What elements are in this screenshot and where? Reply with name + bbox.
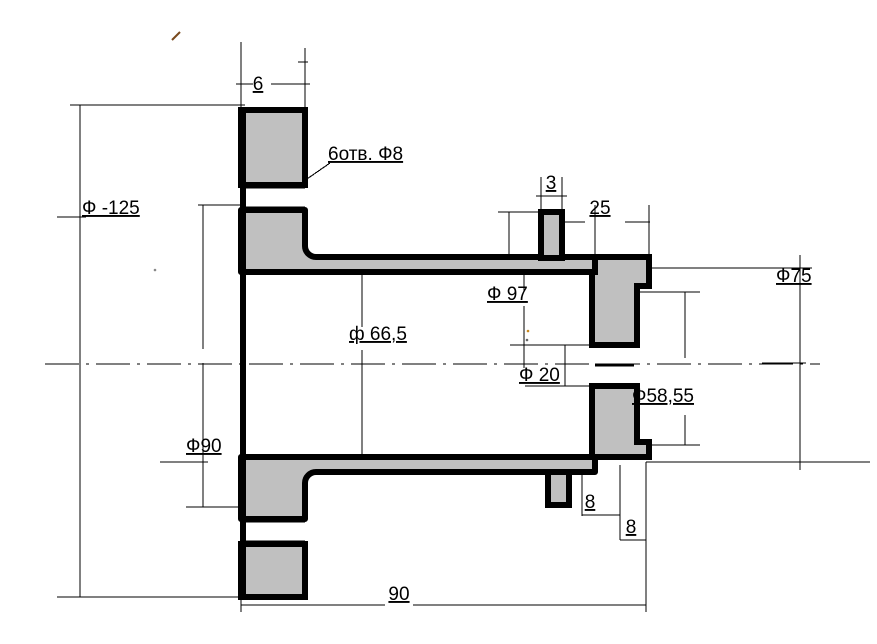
- dim-label-phi20: Ф 20: [519, 365, 560, 386]
- dim-label-phi5855: Ф58,55: [632, 386, 694, 407]
- dim-label-8a: 8: [585, 492, 596, 513]
- dim-label-phi75: Ф75: [776, 266, 812, 287]
- upper-bolt-hole-band: [244, 188, 302, 207]
- upper-hub-body: [589, 254, 652, 348]
- dim-label-phi90: Ф90: [186, 436, 222, 457]
- dimension-text-layer: 6 Ф -125 6отв. Ф8 3 25 Ф75 Ф 97 ф 66,5 Ф…: [82, 74, 812, 605]
- lower-bolt-hole-band: [244, 522, 302, 541]
- upper-rib: [538, 209, 565, 261]
- dim-label-6: 6: [253, 74, 264, 95]
- lower-rib: [545, 469, 572, 508]
- note-label-6otv-phi8: 6отв. Ф8: [328, 144, 403, 165]
- dim-label-phi665: ф 66,5: [349, 324, 407, 345]
- stray-marks-layer: [153, 31, 530, 342]
- dim-label-90: 90: [388, 584, 409, 605]
- upper-flange-outer: [238, 107, 308, 188]
- stray-mark-top: [171, 31, 181, 41]
- dim-label-3: 3: [546, 173, 557, 194]
- dim-label-25: 25: [589, 198, 610, 219]
- lower-hub-body: [589, 383, 652, 460]
- lower-flange-web: [238, 454, 598, 522]
- dim-label-8b: 8: [626, 517, 637, 538]
- dim-label-phi97: Ф 97: [487, 284, 528, 305]
- part-section-layer: [238, 107, 652, 600]
- lower-flange-outer: [238, 541, 308, 600]
- dimension-lines-layer: [57, 42, 870, 612]
- stray-dot-center: [526, 329, 530, 333]
- dim-label-phi125: Ф -125: [82, 198, 140, 219]
- stray-dot-left: [153, 268, 157, 272]
- stray-dot-center-low: [525, 338, 529, 342]
